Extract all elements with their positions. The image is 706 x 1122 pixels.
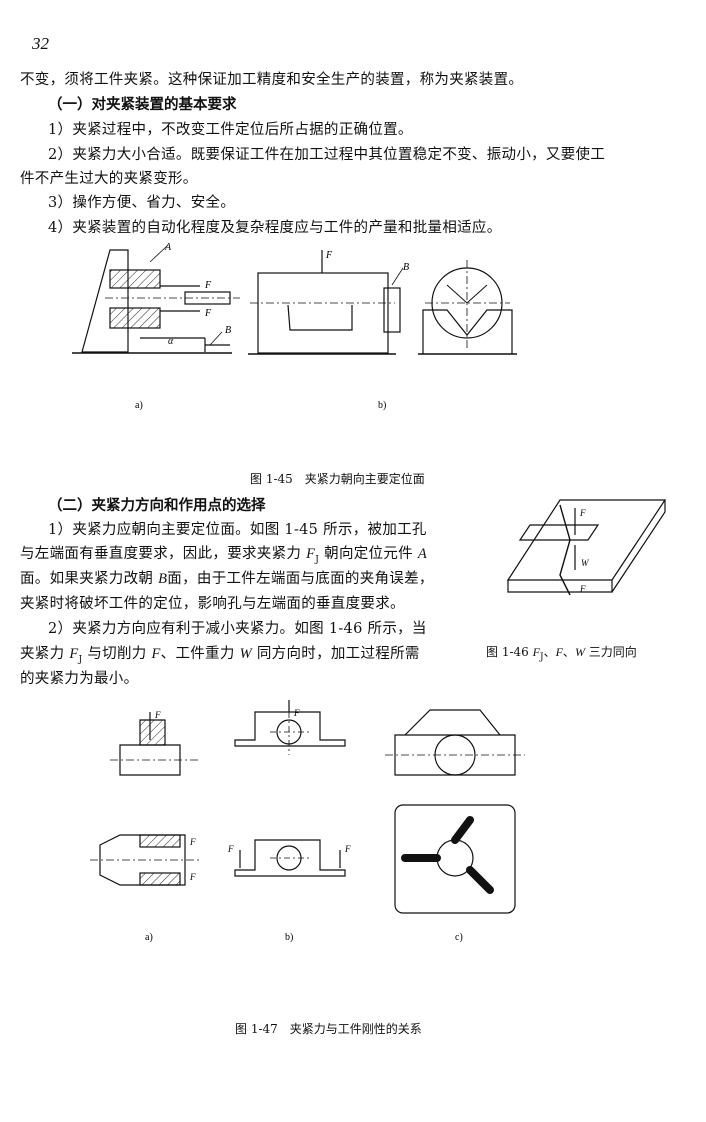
- fig47-label-b: b): [285, 932, 293, 943]
- para-s1-line2: 与左端面有垂直度要求，因此，要求夹紧力 FJ 朝向定位元件 A: [20, 542, 427, 565]
- sym-j-2: J: [78, 654, 83, 665]
- label-a-fig45a: A: [164, 242, 172, 253]
- para-s1-line1: 1）夹紧力应朝向主要定位面。如图 1-45 所示，被加工孔: [48, 522, 427, 538]
- s2b4-text: 同方向时，加工过程所需: [256, 646, 420, 662]
- fig46-caption: 图 1-46 FJ、F、W 三力同向: [486, 643, 637, 662]
- figure-1-45: A F F B α F B a) b): [72, 242, 517, 411]
- s2b1-text: 夹紧力: [20, 646, 65, 662]
- s1c-text: 面。如果夹紧力改朝: [20, 571, 154, 587]
- label-b-fig45a: B: [225, 325, 231, 336]
- label-fj-47a2: F: [189, 837, 196, 847]
- fig46-sep-2: 、: [562, 645, 575, 659]
- label-f-46: F: [579, 584, 586, 594]
- s2b2-text: 与切削力: [87, 646, 147, 662]
- fig47-caption: 图 1-47 夹紧力与工件刚性的关系: [235, 1022, 422, 1036]
- label-w-46: W: [581, 558, 590, 568]
- fig46-f: F: [555, 645, 563, 659]
- fig46-j: J: [539, 652, 544, 663]
- figure-1-46: F W F: [506, 499, 667, 596]
- sym-fj: F: [306, 546, 316, 562]
- label-fj-47b2: F: [227, 844, 234, 854]
- fig46-suffix: 三力同向: [588, 645, 637, 659]
- para-s2-line1: 2）夹紧力方向应有利于减小夹紧力。如图 1-46 所示，当: [48, 621, 427, 637]
- para-s2-line3: 的夹紧力为最小。: [20, 671, 139, 687]
- fig46-sep-1: 、: [543, 645, 556, 659]
- label-fj-b: F: [325, 250, 333, 261]
- requirement-1: 1）夹紧过程中，不改变工件定位后所占据的正确位置。: [48, 122, 413, 138]
- sym-w: W: [239, 646, 252, 662]
- label-b-fig45b: B: [403, 262, 409, 273]
- para-intro: 不变，须将工件夹紧。这种保证加工精度和安全生产的装置，称为夹紧装置。: [20, 72, 524, 88]
- requirement-2-cont: 件不产生过大的夹紧变形。: [20, 171, 198, 187]
- requirement-4: 4）夹紧装置的自动化程度及复杂程度应与工件的产量和批量相适应。: [48, 220, 502, 236]
- requirement-2: 2）夹紧力大小合适。既要保证工件在加工过程中其位置稳定不变、振动小，又要使工: [48, 147, 606, 163]
- requirement-3: 3）操作方便、省力、安全。: [48, 195, 236, 211]
- s1c2-text: 面，由于工件左端面与底面的夹角误差，: [167, 571, 434, 587]
- label-fj-47b: F: [293, 708, 300, 718]
- label-fj-46: F: [579, 508, 586, 518]
- sym-j: J: [315, 554, 320, 565]
- section-heading-1: （一）对夹紧装置的基本要求: [48, 97, 237, 113]
- sym-a: A: [417, 546, 428, 562]
- label-alpha: α: [168, 336, 174, 347]
- s1b-text: 与左端面有垂直度要求，因此，要求夹紧力: [20, 546, 302, 562]
- fig47-label-c: c): [455, 932, 463, 943]
- fig45-caption: 图 1-45 夹紧力朝向主要定位面: [250, 472, 425, 486]
- label-fj-bottom: F: [204, 308, 212, 319]
- fig47-label-a: a): [145, 932, 153, 943]
- figure-1-47: F F F F F F a) b) c): [90, 700, 525, 943]
- s1b2-text: 朝向定位元件: [324, 546, 413, 562]
- page-number: 32: [32, 34, 49, 53]
- sym-b: B: [158, 571, 168, 587]
- fig46-w: W: [574, 645, 585, 659]
- fig45-label-b: b): [378, 400, 386, 411]
- section-heading-2: （二）夹紧力方向和作用点的选择: [48, 498, 266, 514]
- sym-f: F: [151, 646, 161, 662]
- sym-fj-2: F: [69, 646, 79, 662]
- label-fj-47a: F: [154, 710, 161, 720]
- fig46-fj: F: [532, 645, 540, 659]
- label-fj-47b3: F: [344, 844, 351, 854]
- s2b3-text: 、工件重力: [160, 646, 235, 662]
- para-s2-line2: 夹紧力 FJ 与切削力 F、工件重力 W 同方向时，加工过程所需: [20, 642, 420, 665]
- para-s1-line3: 面。如果夹紧力改朝 B面，由于工件左端面与底面的夹角误差，: [20, 567, 434, 588]
- label-fj-47a3: F: [189, 872, 196, 882]
- fig46-prefix: 图 1-46: [486, 645, 529, 659]
- label-fj-top: F: [204, 280, 212, 291]
- para-s1-line4: 夹紧时将破坏工件的定位，影响孔与左端面的垂直度要求。: [20, 596, 405, 612]
- fig45-label-a: a): [135, 400, 143, 411]
